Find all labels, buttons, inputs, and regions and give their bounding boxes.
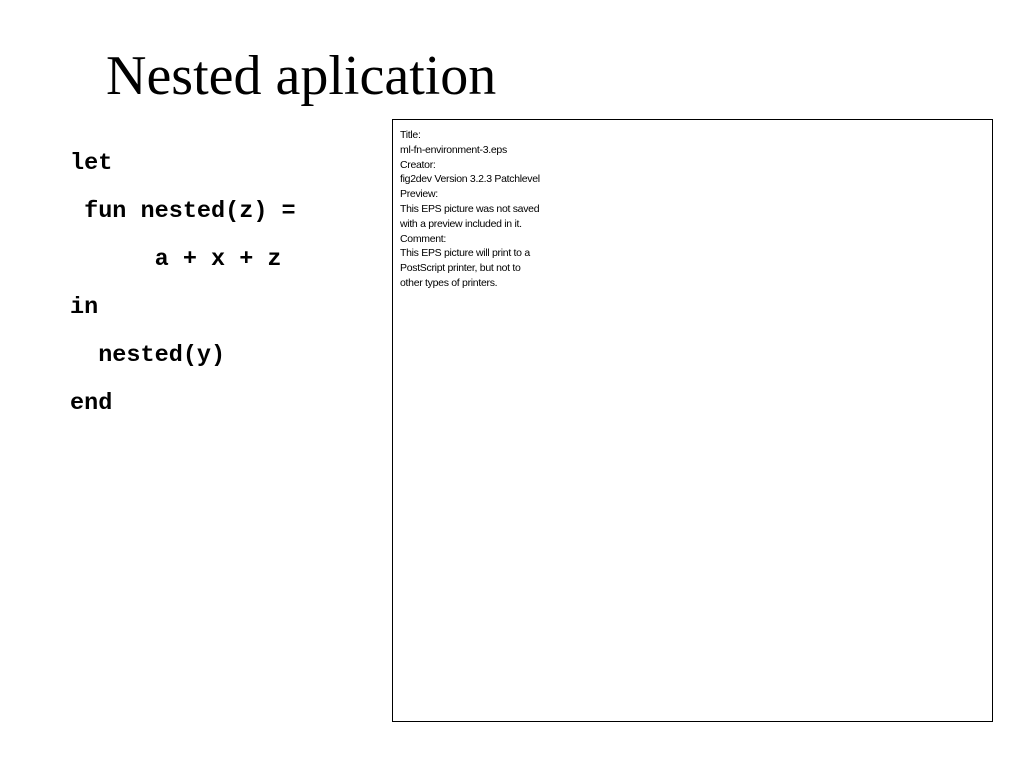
eps-info-text: Title: ml-fn-environment-3.eps Creator: … — [400, 128, 540, 291]
eps-title-value: ml-fn-environment-3.eps — [400, 143, 507, 156]
code-line-in: in — [70, 294, 99, 321]
eps-preview-label: Preview: — [400, 188, 438, 201]
slide-title: Nested aplication — [106, 45, 497, 107]
code-block: let fun nested(z) = a + x + z in nested(… — [70, 140, 296, 428]
eps-comment-label: Comment: — [400, 232, 447, 245]
code-line-fun-declaration: fun nested(z) = — [70, 198, 296, 225]
eps-preview-line-1: This EPS picture was not saved — [400, 202, 540, 215]
eps-comment-line-1: This EPS picture will print to a — [400, 247, 530, 260]
eps-comment-line-3: other types of printers. — [400, 276, 498, 289]
eps-creator-value: fig2dev Version 3.2.3 Patchlevel — [400, 173, 540, 186]
eps-preview-line-2: with a preview included in it. — [400, 217, 522, 230]
eps-title-label: Title: — [400, 129, 421, 141]
eps-comment-line-2: PostScript printer, but not to — [400, 262, 521, 275]
code-line-let: let — [70, 150, 113, 177]
code-line-call: nested(y) — [70, 342, 226, 369]
code-line-function-body: a + x + z — [70, 246, 282, 273]
code-line-end: end — [70, 390, 113, 417]
eps-creator-label: Creator: — [400, 158, 436, 171]
eps-image-placeholder: Title: ml-fn-environment-3.eps Creator: … — [392, 119, 993, 722]
